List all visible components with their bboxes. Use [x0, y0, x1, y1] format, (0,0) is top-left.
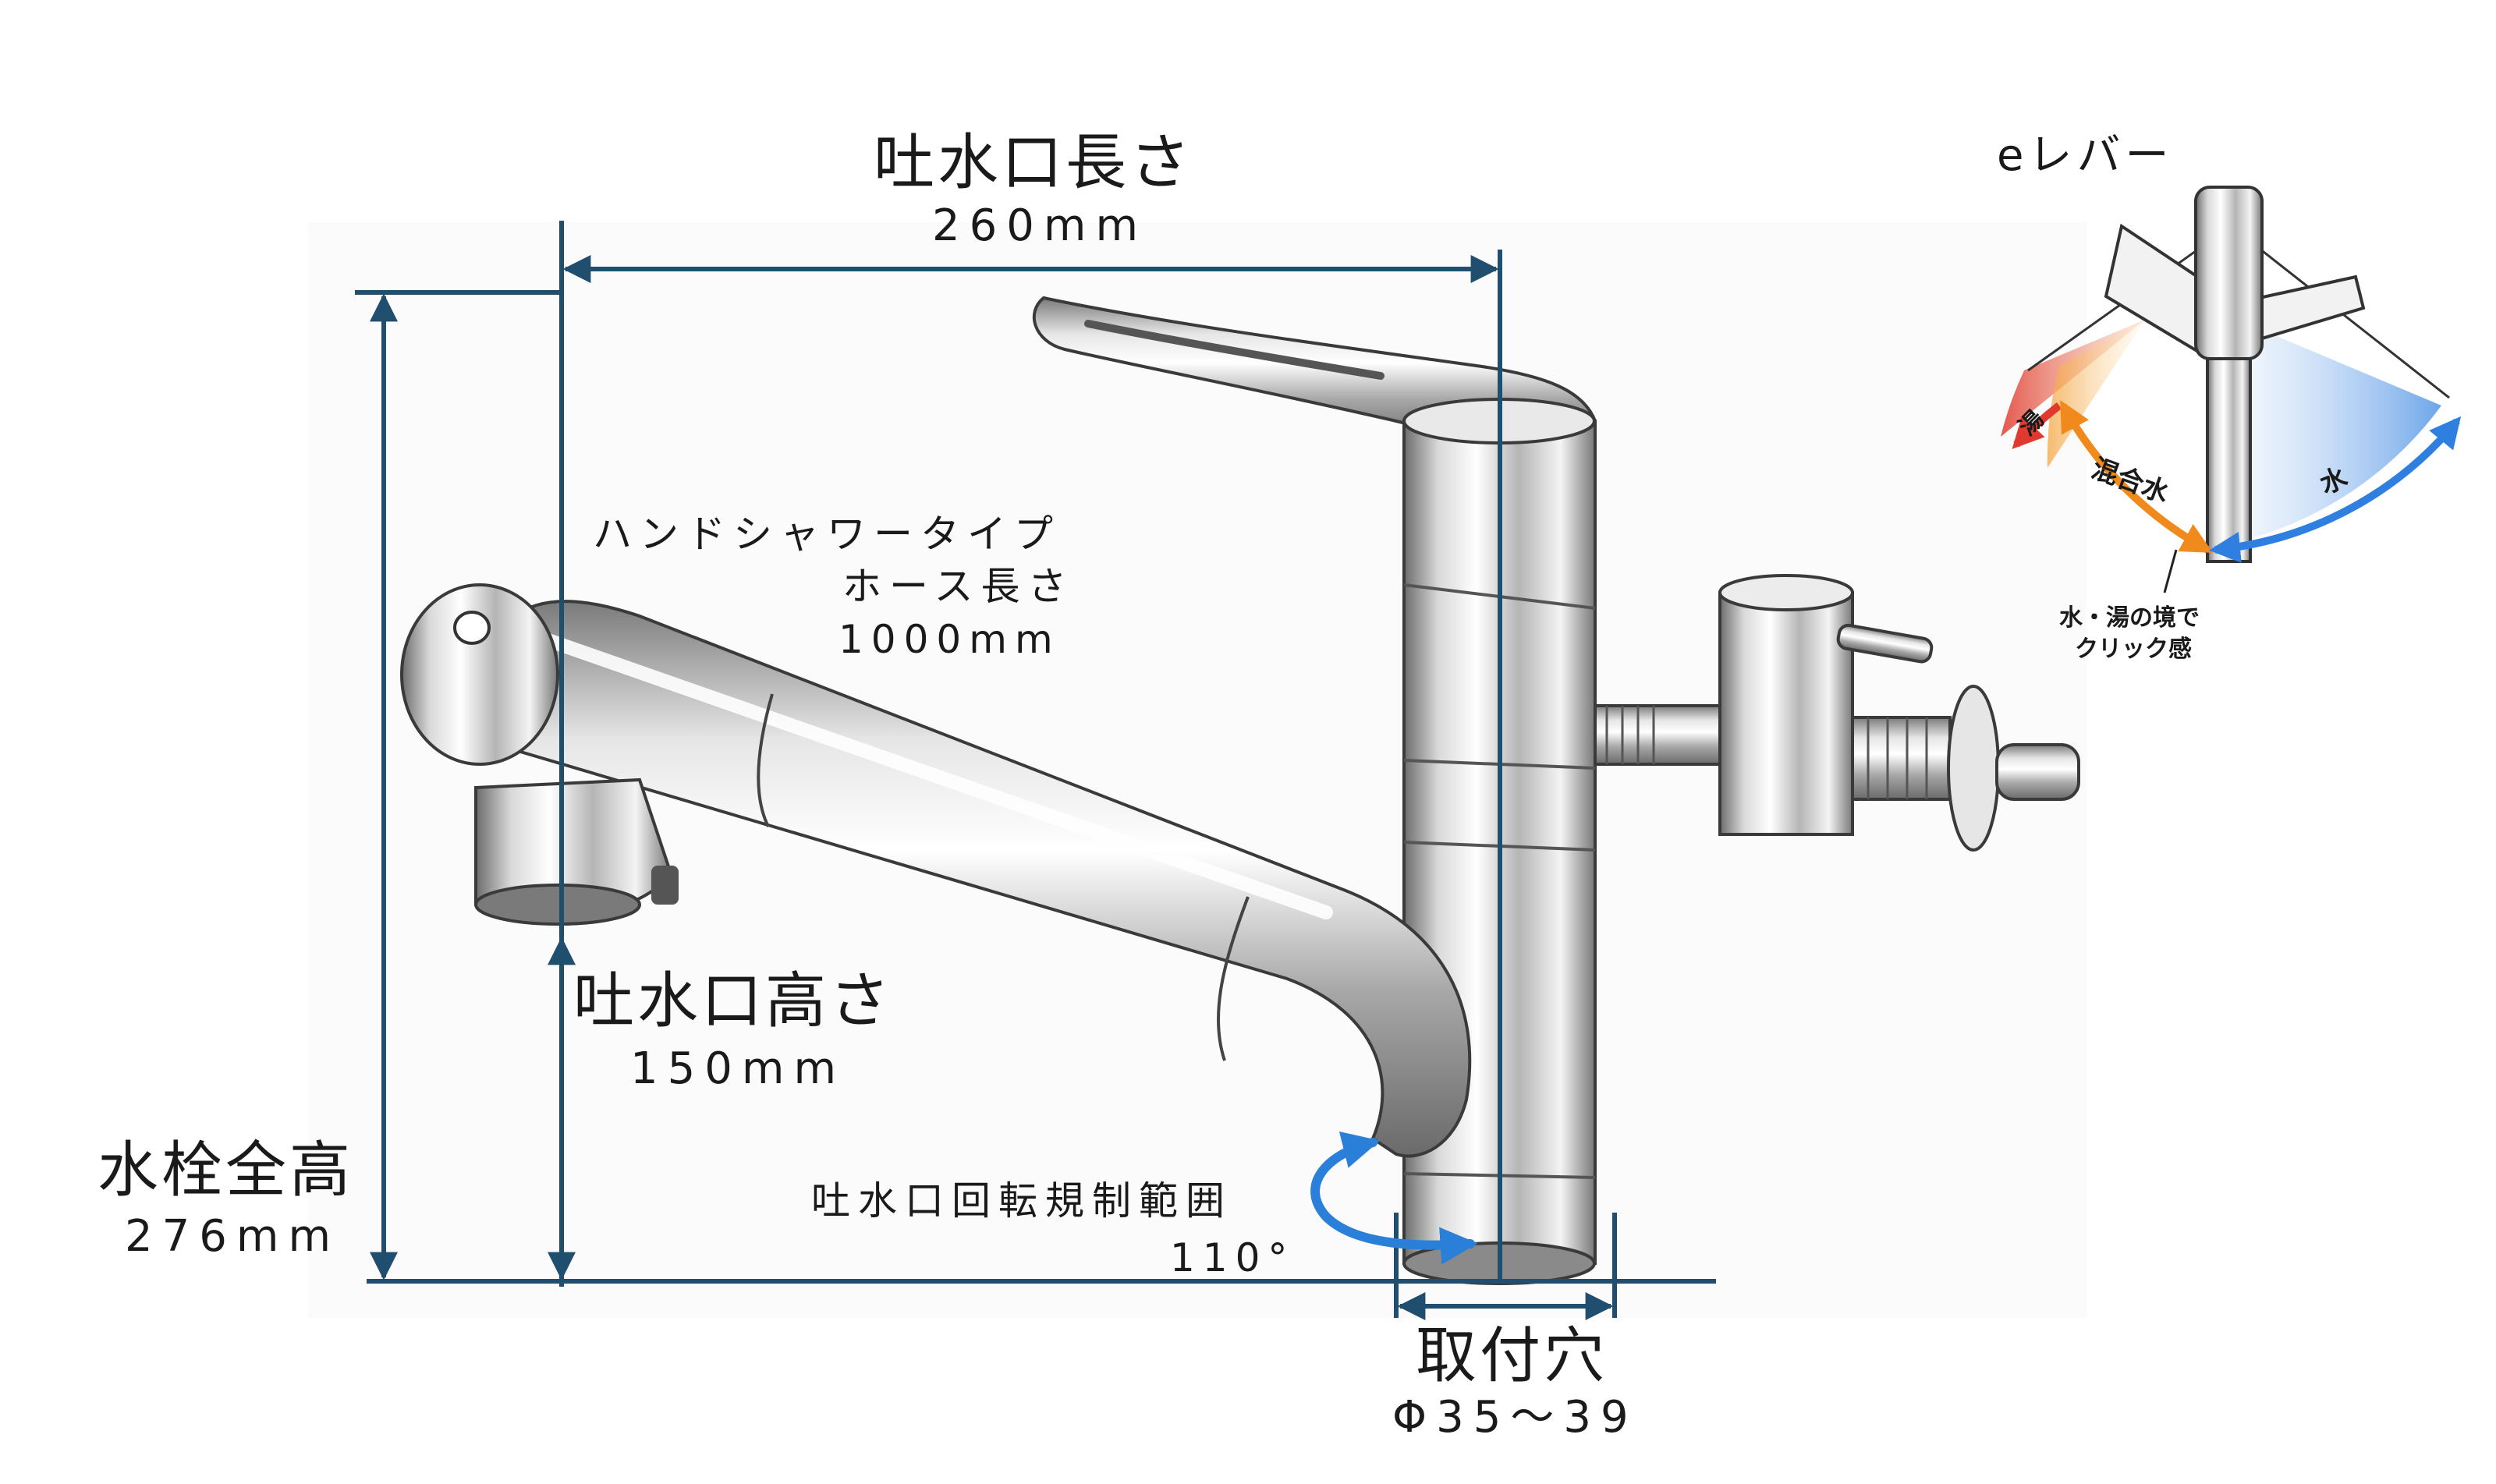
hose-length-value: 1000mm: [838, 617, 1061, 662]
dimension-lines: [355, 221, 1716, 1320]
total-height-title: 水栓全高: [98, 1135, 354, 1206]
rotation-arrow: [1310, 1132, 1478, 1265]
spout-height-title: 吐水口高さ: [573, 966, 894, 1036]
branch-valve: [1594, 574, 2080, 852]
mount-hole-title: 取付穴: [1416, 1321, 1608, 1391]
faucet-illustration: [400, 296, 2080, 1285]
spout-length-value: 260mm: [932, 200, 1147, 251]
shower-head: [400, 583, 559, 766]
total-height-value: 276mm: [125, 1211, 340, 1262]
lever-inset: [2001, 186, 2462, 593]
spout-height-value: 150mm: [630, 1043, 846, 1094]
mount-hole-value: Φ35～39: [1392, 1392, 1638, 1443]
lever-note-line2: クリック感: [2075, 636, 2192, 663]
lever-note-line1: 水・湯の境で: [2059, 604, 2200, 632]
spout: [481, 600, 1472, 1158]
spout-length-title: 吐水口長さ: [874, 128, 1194, 198]
lever-inset-title: eレバー: [1997, 130, 2174, 181]
rotation-title: 吐水口回転規制範囲: [811, 1178, 1232, 1224]
rotation-value: 110°: [1170, 1235, 1296, 1280]
hose-length-line2: ホース長さ: [842, 564, 1075, 609]
hose-length-line1: ハンドシャワータイプ: [593, 512, 1061, 557]
